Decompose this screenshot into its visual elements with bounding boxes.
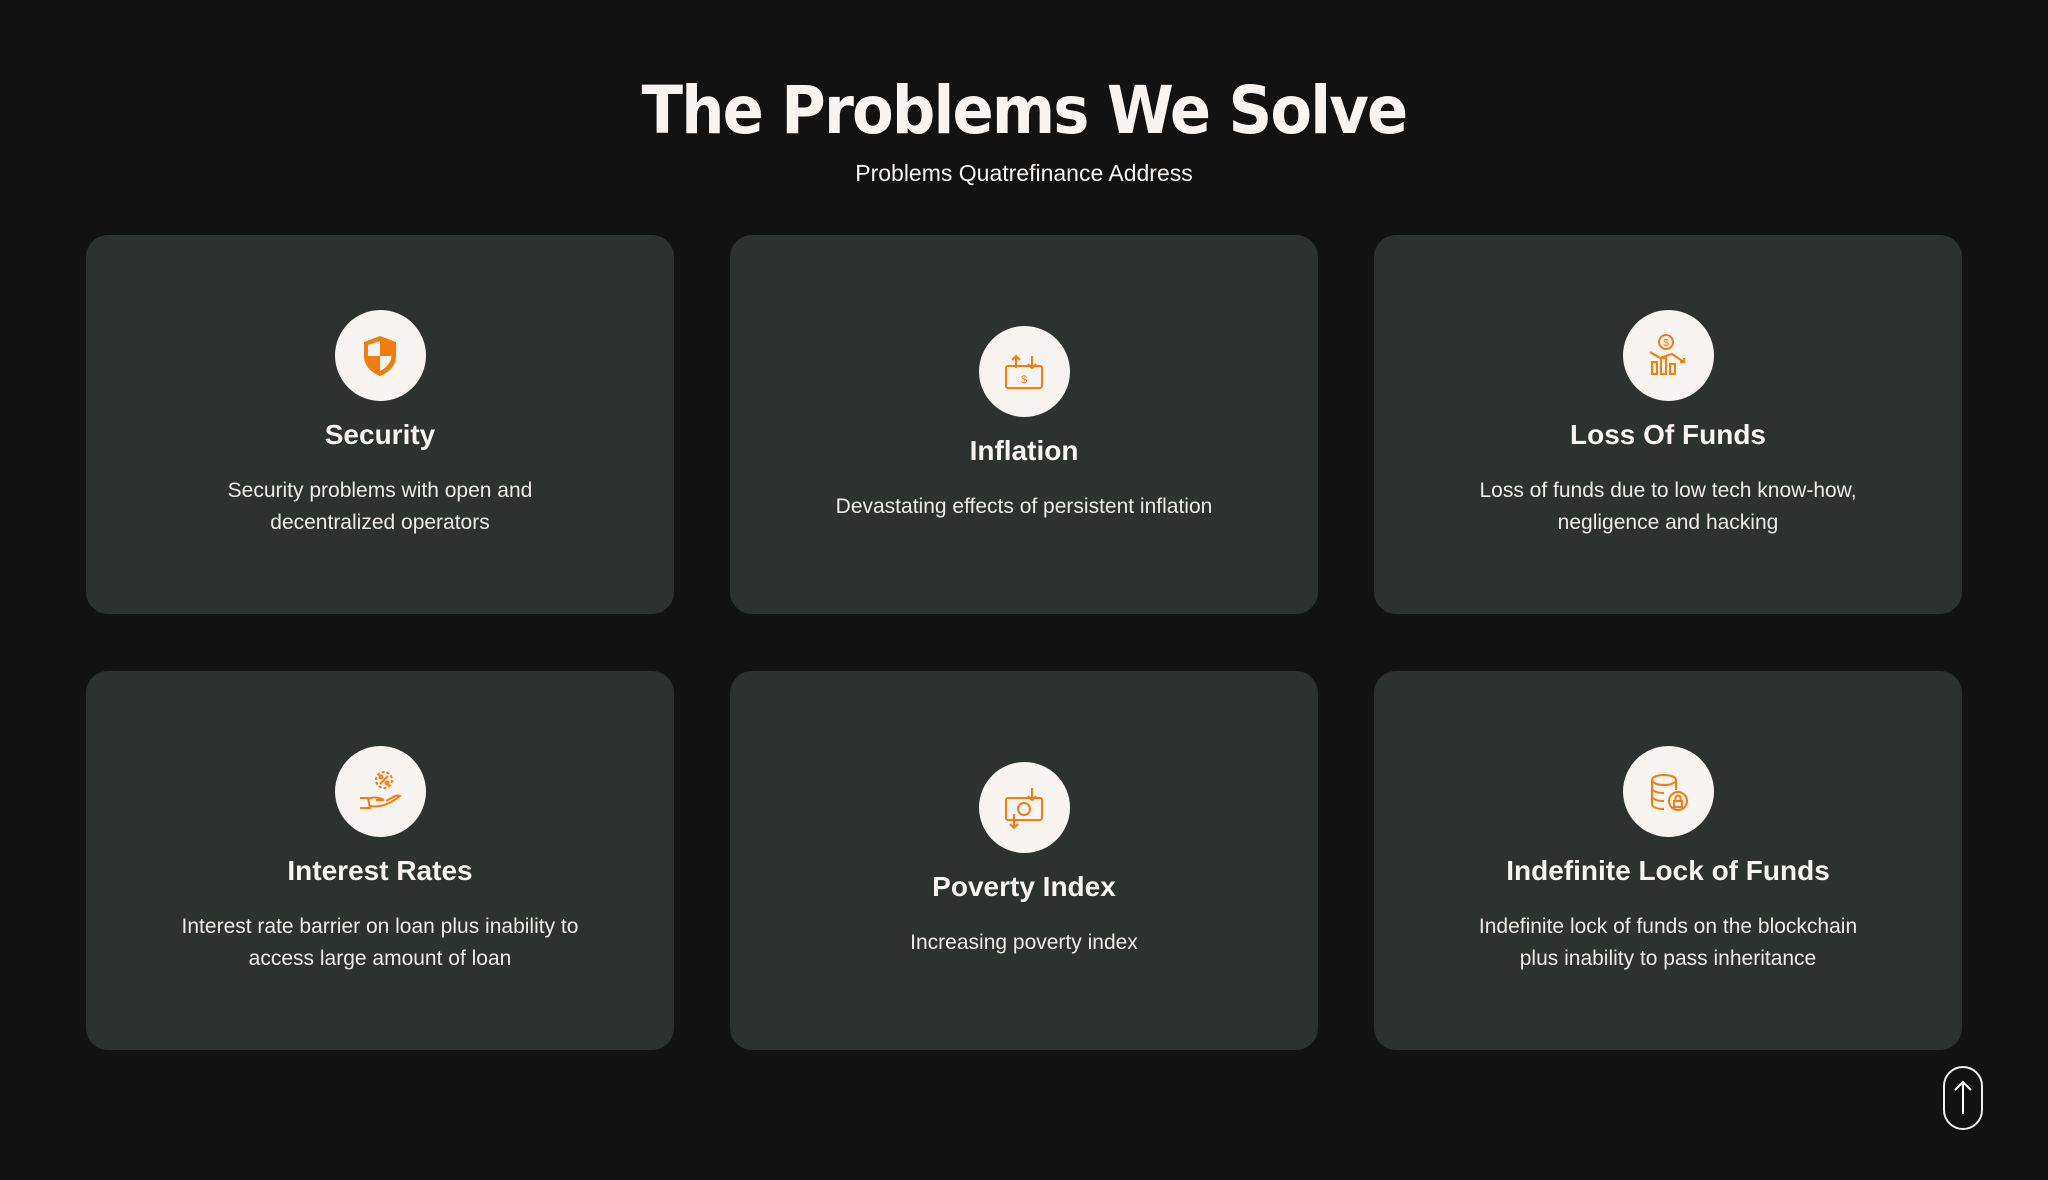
card-title: Indefinite Lock of Funds (1506, 855, 1830, 886)
card-title: Loss Of Funds (1570, 419, 1766, 450)
card-description: Increasing poverty index (910, 931, 1138, 954)
poverty-money-icon (978, 762, 1070, 853)
card-description: Loss of funds due to low tech know-how, … (1479, 479, 1857, 534)
card-title: Security (324, 419, 436, 450)
locked-coins-icon (1622, 746, 1714, 837)
card-description: Indefinite lock of funds on the blockcha… (1478, 915, 1858, 970)
card-title: Inflation (969, 435, 1079, 466)
card-interest-rates: Interest Rates Interest rate barrier on … (86, 671, 674, 1050)
card-title: Poverty Index (932, 871, 1116, 902)
page-subtitle: Problems Quatrefinance Address (855, 160, 1193, 186)
card-title: Interest Rates (287, 855, 473, 886)
page-title: The Problems We Solve (641, 72, 1409, 149)
inflation-money-icon: $ (978, 326, 1070, 417)
card-loss-of-funds: $ Loss Of Funds Loss of funds due to low… (1374, 235, 1962, 614)
svg-text:$: $ (1663, 338, 1669, 349)
problems-grid: Security Security problems with open and… (86, 235, 1962, 1050)
scroll-to-top-button[interactable] (1943, 1066, 1983, 1130)
hand-percent-icon (334, 746, 426, 837)
card-description: Security problems with open and decentra… (227, 479, 533, 534)
card-description: Interest rate barrier on loan plus inabi… (181, 915, 579, 970)
shield-icon (334, 310, 426, 401)
card-description: Devastating effects of persistent inflat… (835, 495, 1213, 518)
card-poverty-index: Poverty Index Increasing poverty index (730, 671, 1318, 1050)
loss-chart-icon: $ (1622, 310, 1714, 401)
svg-text:$: $ (1021, 374, 1027, 386)
card-indefinite-lock: Indefinite Lock of Funds Indefinite lock… (1374, 671, 1962, 1050)
card-security: Security Security problems with open and… (86, 235, 674, 614)
card-inflation: $ Inflation Devastating effects of persi… (730, 235, 1318, 614)
arrow-up-icon (1954, 1080, 1972, 1114)
